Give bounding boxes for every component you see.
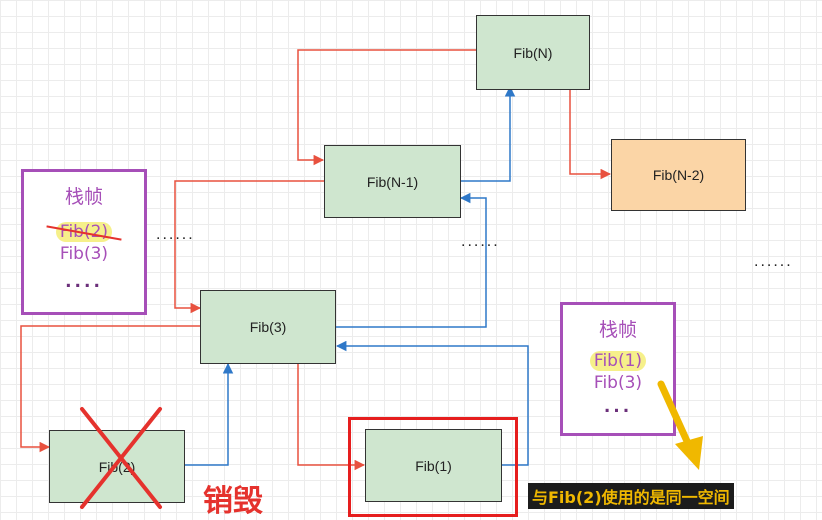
ellipsis-left: ...... [156,226,195,243]
node-fib-2: Fib(2) [49,430,185,503]
reuse-caption: 与Fib(2)使用的是同一空间 [528,483,734,509]
node-fib-n: Fib(N) [476,15,590,90]
return-arrow-n1-to-n [461,85,516,182]
ellipsis-middle: ...... [461,233,500,250]
stack-frame-right-item-highlighted: Fib(1) [589,351,647,371]
stack-frame-left-title: 栈帧 [64,186,103,208]
call-arrow-n-to-n2 [569,90,612,180]
node-fib-3-label: Fib(3) [249,319,287,335]
stack-frame-right-item: Fib(3) [593,373,643,393]
stack-frame-left-item: Fib(3) [59,244,109,264]
node-fib-1: Fib(1) [365,429,502,502]
destroyed-cross-icon [80,407,162,509]
node-fib-n-2-label: Fib(N-2) [652,167,705,183]
ellipsis-right: ...... [754,253,793,270]
call-arrow-n1-to-3 [174,180,324,314]
stack-frame-right: 栈帧 Fib(1) Fib(3) ... [560,302,676,436]
node-fib-n-1-label: Fib(N-1) [366,173,419,190]
stack-frame-left-item-crossed: Fib(2) [55,222,113,242]
node-fib-1-label: Fib(1) [415,457,452,474]
stack-frame-right-title: 栈帧 [598,319,637,341]
return-arrow-3-to-n1 [336,192,487,328]
destroy-label: 销毁 [203,484,263,519]
call-arrow-n-to-n1 [297,49,476,166]
call-arrow-3-to-1 [297,364,366,471]
node-fib-n-2: Fib(N-2) [611,139,746,211]
node-fib-3: Fib(3) [200,290,336,364]
return-arrow-2-to-3 [185,362,234,466]
caption-pointer-arrow [657,380,703,470]
call-arrow-3-to-2 [20,325,200,453]
stack-frame-right-more: ... [603,397,633,417]
reuse-highlight-box [348,417,518,517]
node-fib-n-label: Fib(N) [513,44,553,61]
node-fib-n-1: Fib(N-1) [324,145,461,218]
stack-frame-left: 栈帧 Fib(2) Fib(3) .... [21,169,147,315]
stack-frame-left-more: .... [65,272,103,292]
